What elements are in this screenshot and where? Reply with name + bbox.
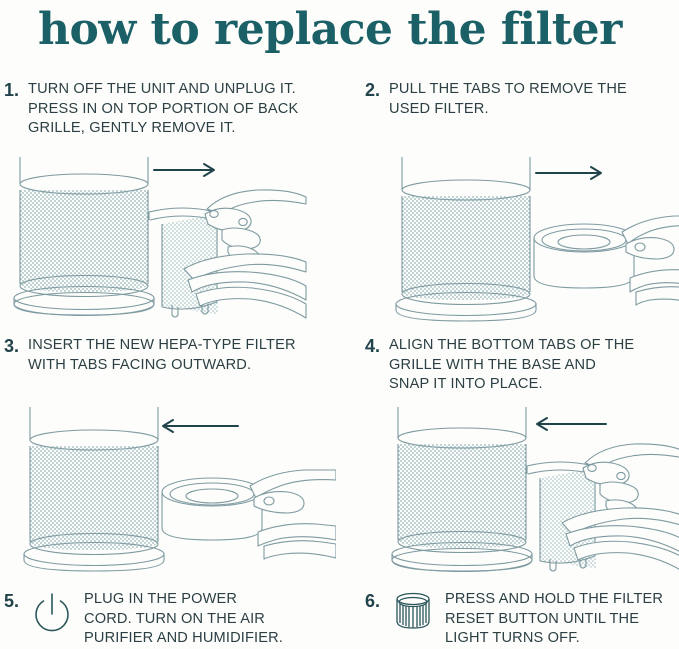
step-3-text: INSERT THE NEW HEPA-TYPE FILTER WITH TAB… <box>28 337 296 373</box>
step-6-number: 6. <box>365 591 381 611</box>
step-3-illustration <box>6 404 336 579</box>
step-2-text: PULL THE TABS TO REMOVE THE USED FILTER. <box>389 81 627 117</box>
step-5-row: 5. PLUG IN THE POWER CORD. TURN ON THE A… <box>4 590 334 649</box>
step-5-text: PLUG IN THE POWER CORD. TURN ON THE AIR … <box>84 591 284 646</box>
power-icon <box>28 588 76 640</box>
step-4-header: 4. ALIGN THE BOTTOM TABS OF THE GRILLE W… <box>365 336 679 395</box>
filter-cartridge-icon <box>389 588 437 640</box>
page-title: how to replace the filter <box>38 4 622 55</box>
step-6-text: PRESS AND HOLD THE FILTER RESET BUTTON U… <box>445 591 664 646</box>
step-4-illustration <box>368 404 679 579</box>
step-2-header: 2. PULL THE TABS TO REMOVE THE USED FILT… <box>365 80 679 119</box>
step-2-illustration <box>368 152 679 327</box>
step-6-row: 6. PRESS AND HOLD THE <box>365 590 679 649</box>
step-4-text: ALIGN THE BOTTOM TABS OF THE GRILLE WITH… <box>389 337 635 392</box>
step-3-header: 3. INSERT THE NEW HEPA-TYPE FILTER WITH … <box>4 336 320 375</box>
step-1-text: TURN OFF THE UNIT AND UNPLUG IT. PRESS I… <box>28 81 299 136</box>
step-1-number: 1. <box>4 80 20 100</box>
step-3-number: 3. <box>4 336 20 356</box>
step-1-illustration <box>6 152 336 327</box>
step-5-number: 5. <box>4 591 20 611</box>
step-1-header: 1. TURN OFF THE UNIT AND UNPLUG IT. PRES… <box>4 80 320 139</box>
step-2-number: 2. <box>365 80 381 100</box>
step-4-number: 4. <box>365 336 381 356</box>
